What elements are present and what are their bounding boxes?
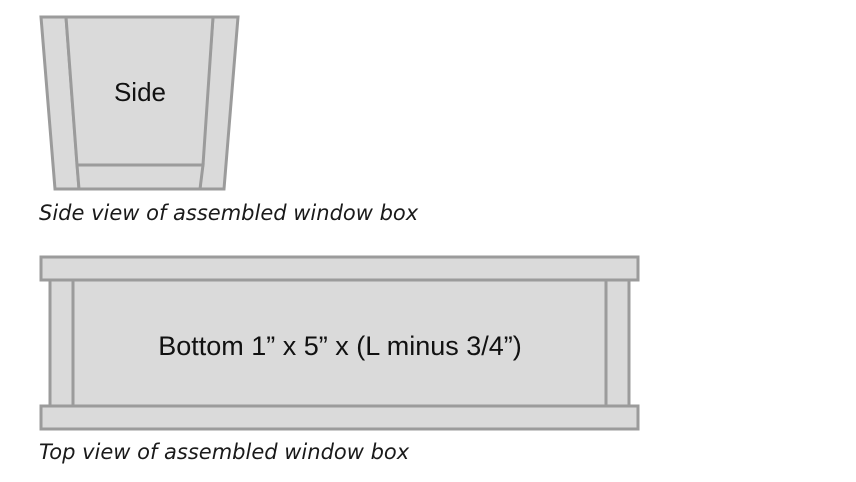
side-view-caption: Side view of assembled window box — [39, 201, 419, 225]
bottom-board-label: Bottom 1” x 5” x (L minus 3/4”) — [158, 331, 522, 361]
top-back-board — [39, 404, 640, 431]
bottom-board — [71, 278, 608, 408]
top-front-board — [39, 255, 640, 282]
top-view-caption: Top view of assembled window box — [39, 440, 410, 464]
side-bottom-board-end — [75, 163, 205, 191]
side-panel-label: Side — [114, 77, 166, 107]
top-right-end-board — [604, 278, 631, 408]
top-view: Bottom 1” x 5” x (L minus 3/4”) — [39, 255, 640, 431]
top-left-end-board — [48, 278, 75, 408]
side-view: Side — [39, 15, 240, 191]
